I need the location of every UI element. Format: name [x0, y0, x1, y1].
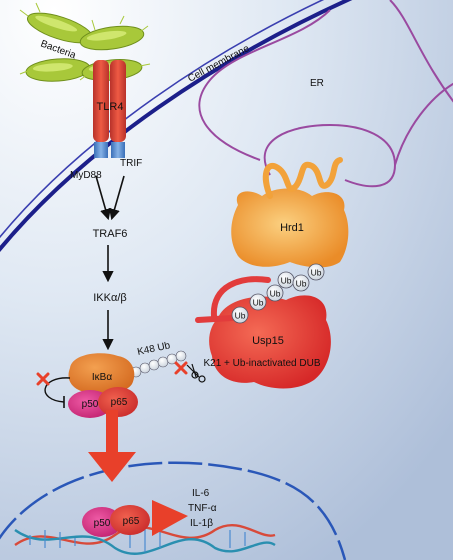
cell-membrane [0, 0, 353, 253]
ikba-label: IκBα [92, 372, 112, 383]
blocked-x-icon [174, 361, 188, 375]
nuclear-p65-label: p65 [123, 516, 140, 527]
il1b-label: IL-1β [190, 518, 213, 529]
trif-label: TRIF [120, 158, 142, 169]
ikba-inhibition-loop [36, 372, 71, 408]
p65-subunit [98, 387, 138, 417]
traf6-label: TRAF6 [93, 228, 128, 240]
transcription-arrow [152, 500, 188, 536]
ikk-label: IKKα/β [93, 292, 126, 304]
polyubiquitin-chain: Ub Ub Ub Ub Ub Ub [231, 263, 325, 324]
er-membrane [198, 0, 453, 188]
tlr4-receptor [93, 60, 126, 158]
hrd1-inhibition-bar [195, 276, 271, 323]
signaling-arrows [95, 175, 125, 351]
usp15-label: Usp15 [252, 335, 284, 347]
ub-label: Ub [253, 298, 264, 308]
tlr4-label: TLR4 [97, 101, 124, 113]
ub-label: Ub [235, 311, 246, 321]
er-label: ER [310, 78, 324, 89]
ub-label: Ub [296, 279, 307, 289]
hrd1-label: Hrd1 [280, 222, 304, 234]
hrd1-protein [231, 188, 349, 268]
p65-label: p65 [111, 397, 128, 408]
ub-label: Ub [281, 276, 292, 286]
scissors-icon [186, 363, 206, 383]
myd88-label: MyD88 [70, 170, 102, 181]
p50-label: p50 [82, 399, 99, 410]
hrd1-transmembrane-coil [262, 157, 343, 199]
ub-label: Ub [270, 289, 281, 299]
ikba-protein [68, 353, 135, 394]
il6-label: IL-6 [192, 488, 210, 499]
tnfa-label: TNF-α [188, 503, 217, 514]
nuclear-translocation-arrow [88, 410, 136, 482]
nuclear-p65-subunit [110, 505, 150, 535]
k48-ub-chain [130, 350, 187, 378]
nuclear-envelope [0, 461, 347, 560]
ub-label: Ub [311, 268, 322, 278]
dna-helix [14, 523, 276, 555]
nuclear-p50-label: p50 [94, 518, 111, 529]
usp15-subtitle: K21 + Ub-inactivated DUB [203, 358, 320, 369]
